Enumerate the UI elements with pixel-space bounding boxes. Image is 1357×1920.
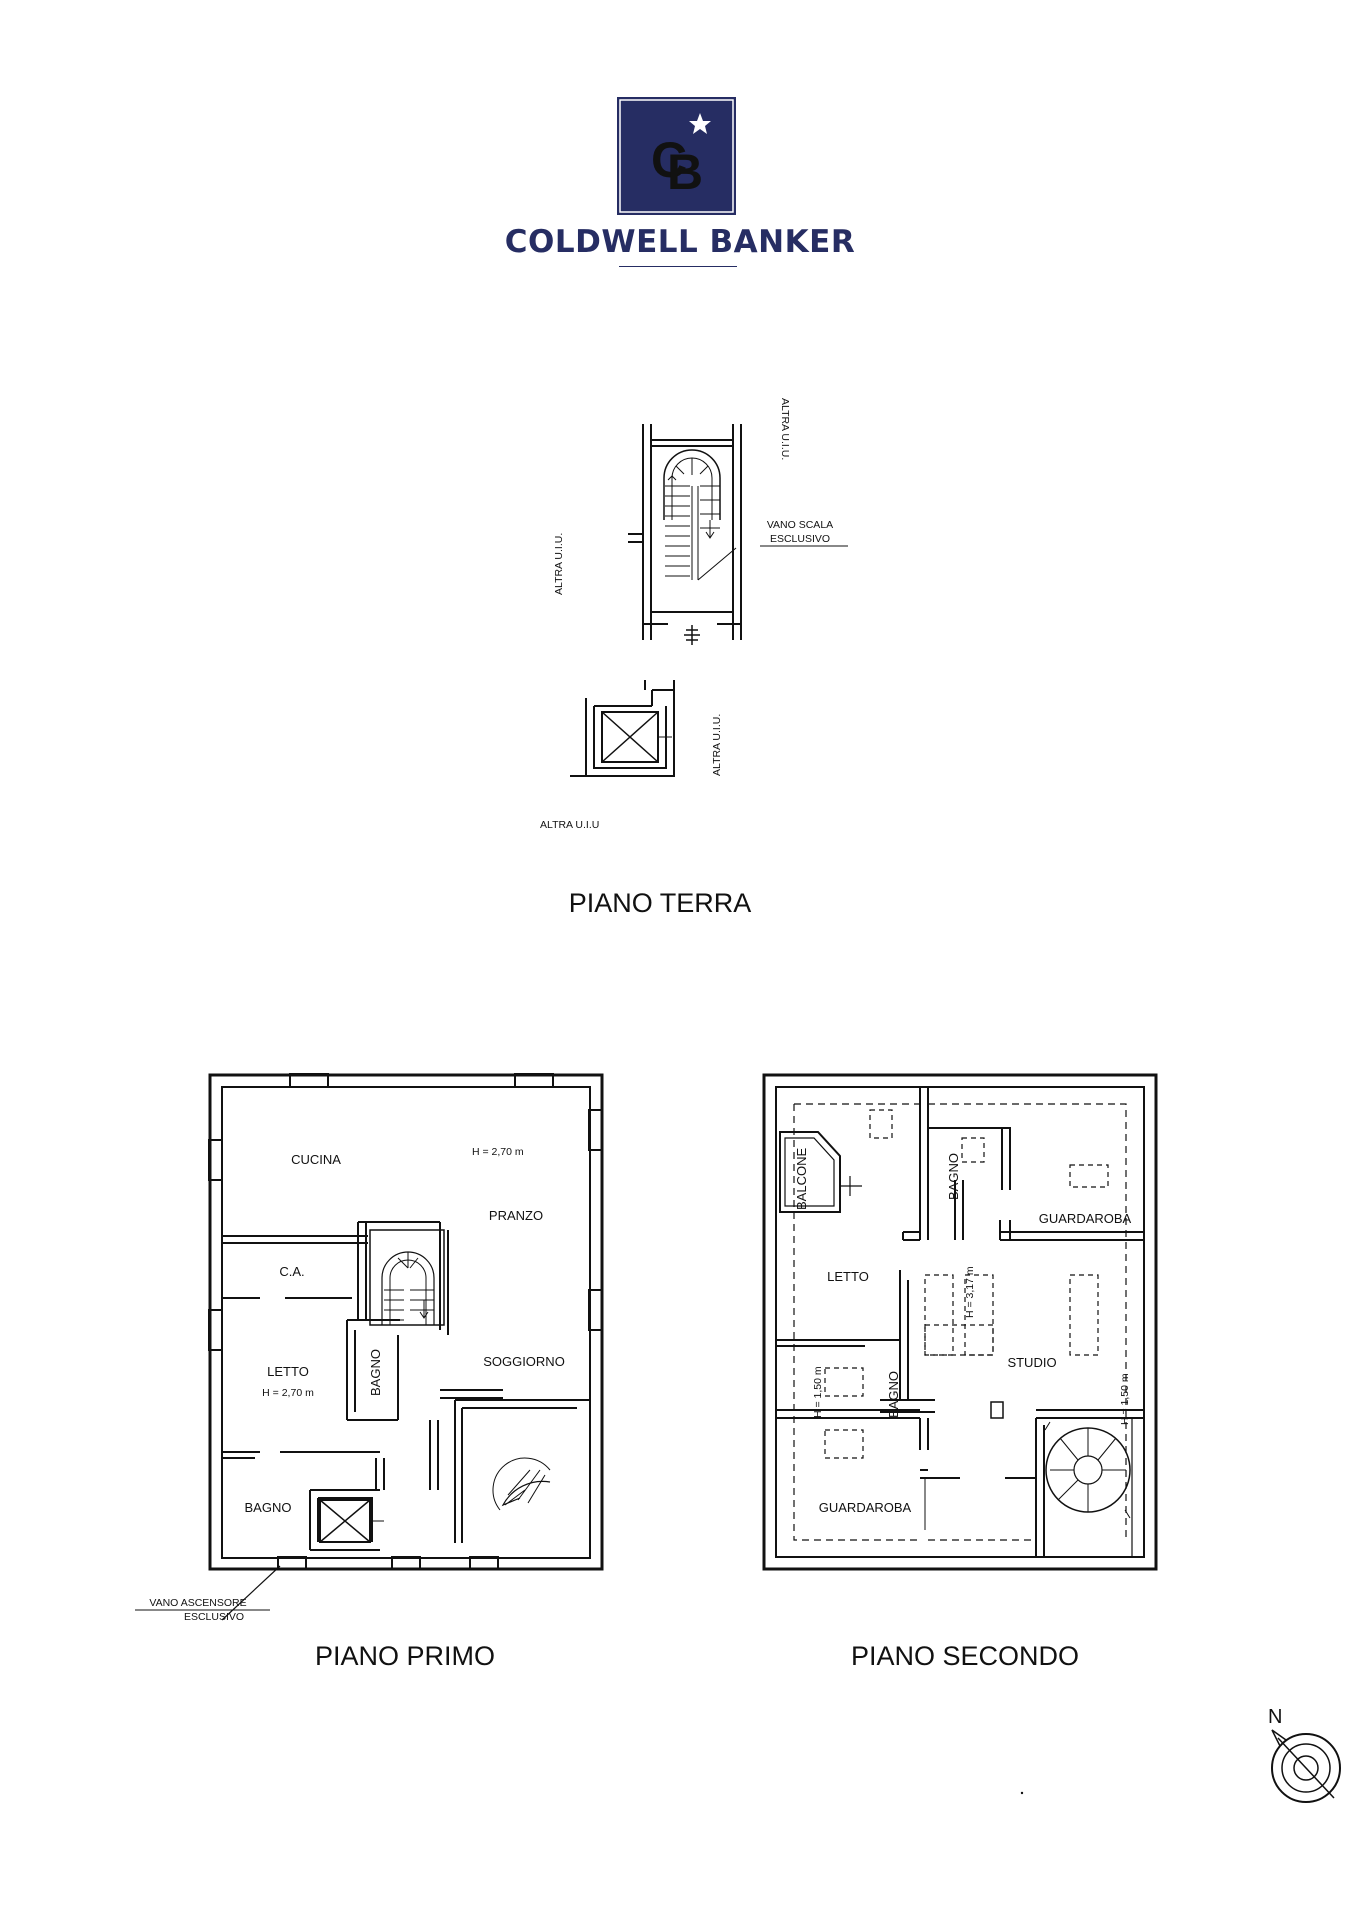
terra-altra-uiu-bottom: ALTRA U.I.U	[540, 819, 599, 831]
room-bagno-mid: BAGNO	[886, 1371, 901, 1418]
svg-text:C: C	[651, 132, 687, 188]
height-letto-primo: H = 2,70 m	[262, 1387, 314, 1399]
room-guardaroba-bottom: GUARDAROBA	[819, 1500, 912, 1515]
piano-terra-elevator	[570, 680, 675, 777]
piano-secondo-column	[990, 1401, 1004, 1419]
terra-altra-uiu-top: ALTRA U.I.U.	[779, 398, 791, 460]
room-bagno-stair: BAGNO	[368, 1349, 383, 1396]
room-bagno-primo: BAGNO	[245, 1500, 292, 1515]
cb-monogram-icon: C B	[619, 99, 734, 213]
height-left: H = 1,50 m	[812, 1366, 824, 1418]
height-cucina: H = 2,70 m	[472, 1146, 524, 1158]
terra-altra-uiu-left: ALTRA U.I.U.	[553, 533, 565, 595]
compass-icon	[1271, 1729, 1341, 1803]
piano-terra-title: PIANO TERRA	[569, 888, 752, 918]
room-bagno-top: BAGNO	[946, 1153, 961, 1200]
star-icon	[689, 113, 711, 134]
room-guardaroba-top: GUARDAROBA	[1039, 1211, 1132, 1226]
svg-text:B: B	[667, 144, 703, 200]
room-soggiorno: SOGGIORNO	[483, 1354, 565, 1369]
piano-secondo-title: PIANO SECONDO	[851, 1641, 1079, 1671]
brand-name: COLDWELL BANKER	[504, 224, 856, 260]
coldwell-banker-logo: C B	[617, 97, 736, 215]
room-studio: STUDIO	[1007, 1355, 1056, 1370]
piano-secondo-plan	[762, 1073, 1158, 1571]
height-center: H = 3,17 m	[964, 1266, 976, 1318]
room-pranzo: PRANZO	[489, 1208, 543, 1223]
room-ca: C.A.	[279, 1264, 304, 1279]
terra-altra-uiu-right: ALTRA U.I.U.	[711, 714, 723, 776]
piano-primo-plan	[135, 1073, 604, 1621]
vano-scala-label: VANO SCALA	[767, 519, 833, 531]
vano-scala-esclusivo-label: ESCLUSIVO	[770, 533, 830, 545]
brand-underline	[619, 266, 737, 267]
vano-ascensore-label: VANO ASCENSORE	[149, 1597, 246, 1609]
compass-north-label: N	[1268, 1706, 1282, 1728]
height-right: H = 1,50 m	[1119, 1373, 1131, 1425]
piano-primo-title: PIANO PRIMO	[315, 1641, 495, 1671]
room-letto-secondo: LETTO	[827, 1269, 869, 1284]
room-letto-primo: LETTO	[267, 1364, 309, 1379]
room-cucina: CUCINA	[291, 1152, 341, 1167]
piano-secondo-fixtures	[824, 1109, 1109, 1459]
room-balcone: BALCONE	[794, 1148, 809, 1210]
vano-ascensore-esclusivo-label: ESCLUSIVO	[184, 1611, 244, 1623]
piano-terra-stair-block	[628, 424, 848, 645]
